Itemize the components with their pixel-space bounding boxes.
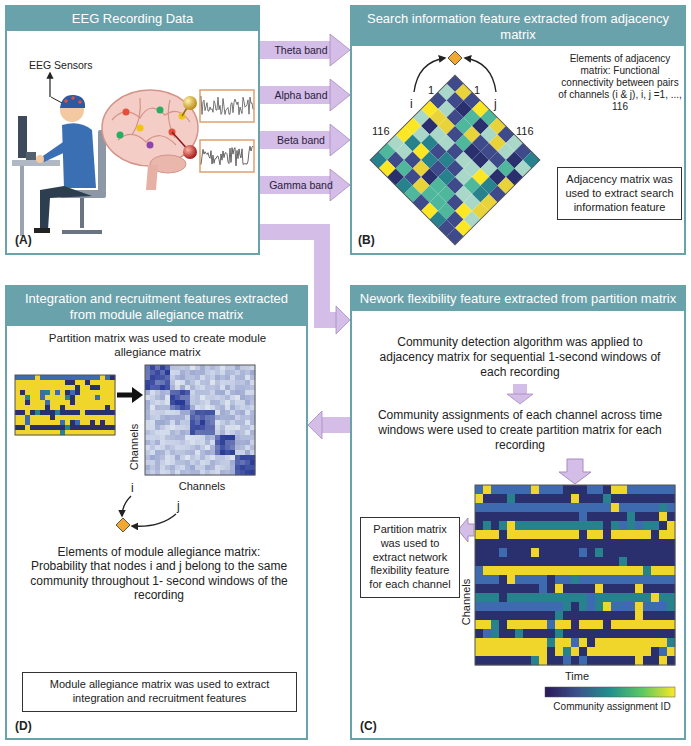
panel-title: EEG Recording Data	[72, 11, 193, 26]
flow-arrow	[559, 459, 591, 484]
process-box: Adjacency matrix was used to extract sea…	[557, 167, 682, 220]
panel-title: Integration and recruitment features ext…	[25, 291, 288, 322]
label-text: i	[410, 97, 413, 111]
panel-header: Nework flexibility feature extracted fro…	[352, 287, 684, 311]
annotation-text: Elements of adjacency matrix: Functional…	[557, 53, 683, 113]
axis-label: Channels	[179, 480, 225, 493]
panel-letter: (B)	[358, 233, 375, 247]
label-text: i	[131, 481, 134, 495]
label-text: 1	[474, 84, 480, 97]
flow-arrow	[260, 34, 350, 66]
box-text: Community assignments of each channel ac…	[375, 408, 665, 453]
label-text: EEG Sensors	[29, 59, 93, 72]
process-box: Partition matrix was used to extract net…	[360, 517, 460, 598]
axis-label: Channels	[460, 579, 473, 625]
panel: EEG Recording Data (A) EEG Sensors	[5, 5, 260, 255]
label-text: 116	[372, 125, 390, 138]
step-text: Community assignments of each channel ac…	[372, 405, 668, 456]
label-text: Community assignment ID	[547, 701, 677, 713]
adjacency-matrix	[370, 75, 540, 245]
label-text: Partition matrix was used to create modu…	[25, 332, 290, 360]
axis-label: Channels	[128, 424, 141, 470]
panel: Search information feature extracted fro…	[350, 5, 686, 255]
flow-arrow	[308, 411, 350, 439]
box-text: Community detection algorithm was applie…	[375, 335, 665, 380]
subject-figure	[12, 73, 106, 236]
panel-letter: (C)	[360, 719, 377, 733]
band-label: Alpha band	[274, 89, 327, 101]
band-label: Gamma band	[269, 179, 333, 191]
partition-matrix-small	[15, 375, 115, 435]
panel: Nework flexibility feature extracted fro…	[350, 285, 686, 740]
brain-drawing	[102, 90, 254, 190]
element-marker	[116, 518, 130, 532]
band-label: Beta band	[277, 134, 325, 146]
flow-arrow	[458, 518, 474, 542]
panel-header: Integration and recruitment features ext…	[7, 287, 306, 326]
step-text: Community detection algorithm was applie…	[372, 332, 668, 383]
label-text: 1	[428, 84, 434, 97]
partition-matrix	[475, 485, 675, 665]
process-box: Module allegiance matrix was used to ext…	[22, 672, 297, 712]
axis-label: Time	[565, 670, 589, 683]
panel-header: EEG Recording Data	[7, 7, 258, 31]
panel-header: Search information feature extracted fro…	[352, 7, 684, 46]
colorbar	[545, 687, 675, 697]
panel-letter: (A)	[15, 233, 32, 247]
flow-arrow	[260, 79, 350, 111]
box-text: Partition matrix was used to extract net…	[366, 523, 454, 592]
label-text: 116	[516, 125, 534, 138]
annotation-text: Elements of module allegiance matrix: Pr…	[29, 545, 289, 603]
band-label: Theta band	[274, 44, 327, 56]
element-marker	[448, 51, 462, 65]
flow-arrow	[507, 384, 533, 404]
module-allegiance-matrix	[145, 365, 255, 475]
panel: Integration and recruitment features ext…	[5, 285, 308, 740]
flow-arrow	[260, 169, 350, 201]
box-text: Adjacency matrix was used to extract sea…	[563, 173, 676, 214]
box-text: Module allegiance matrix was used to ext…	[28, 678, 291, 706]
panel-letter: (D)	[15, 719, 32, 733]
label-text: j	[494, 97, 497, 111]
flow-arrow	[260, 124, 350, 156]
panel-title: Nework flexibility feature extracted fro…	[360, 291, 676, 306]
label-text: j	[177, 499, 180, 513]
panel-title: Search information feature extracted fro…	[367, 11, 669, 42]
